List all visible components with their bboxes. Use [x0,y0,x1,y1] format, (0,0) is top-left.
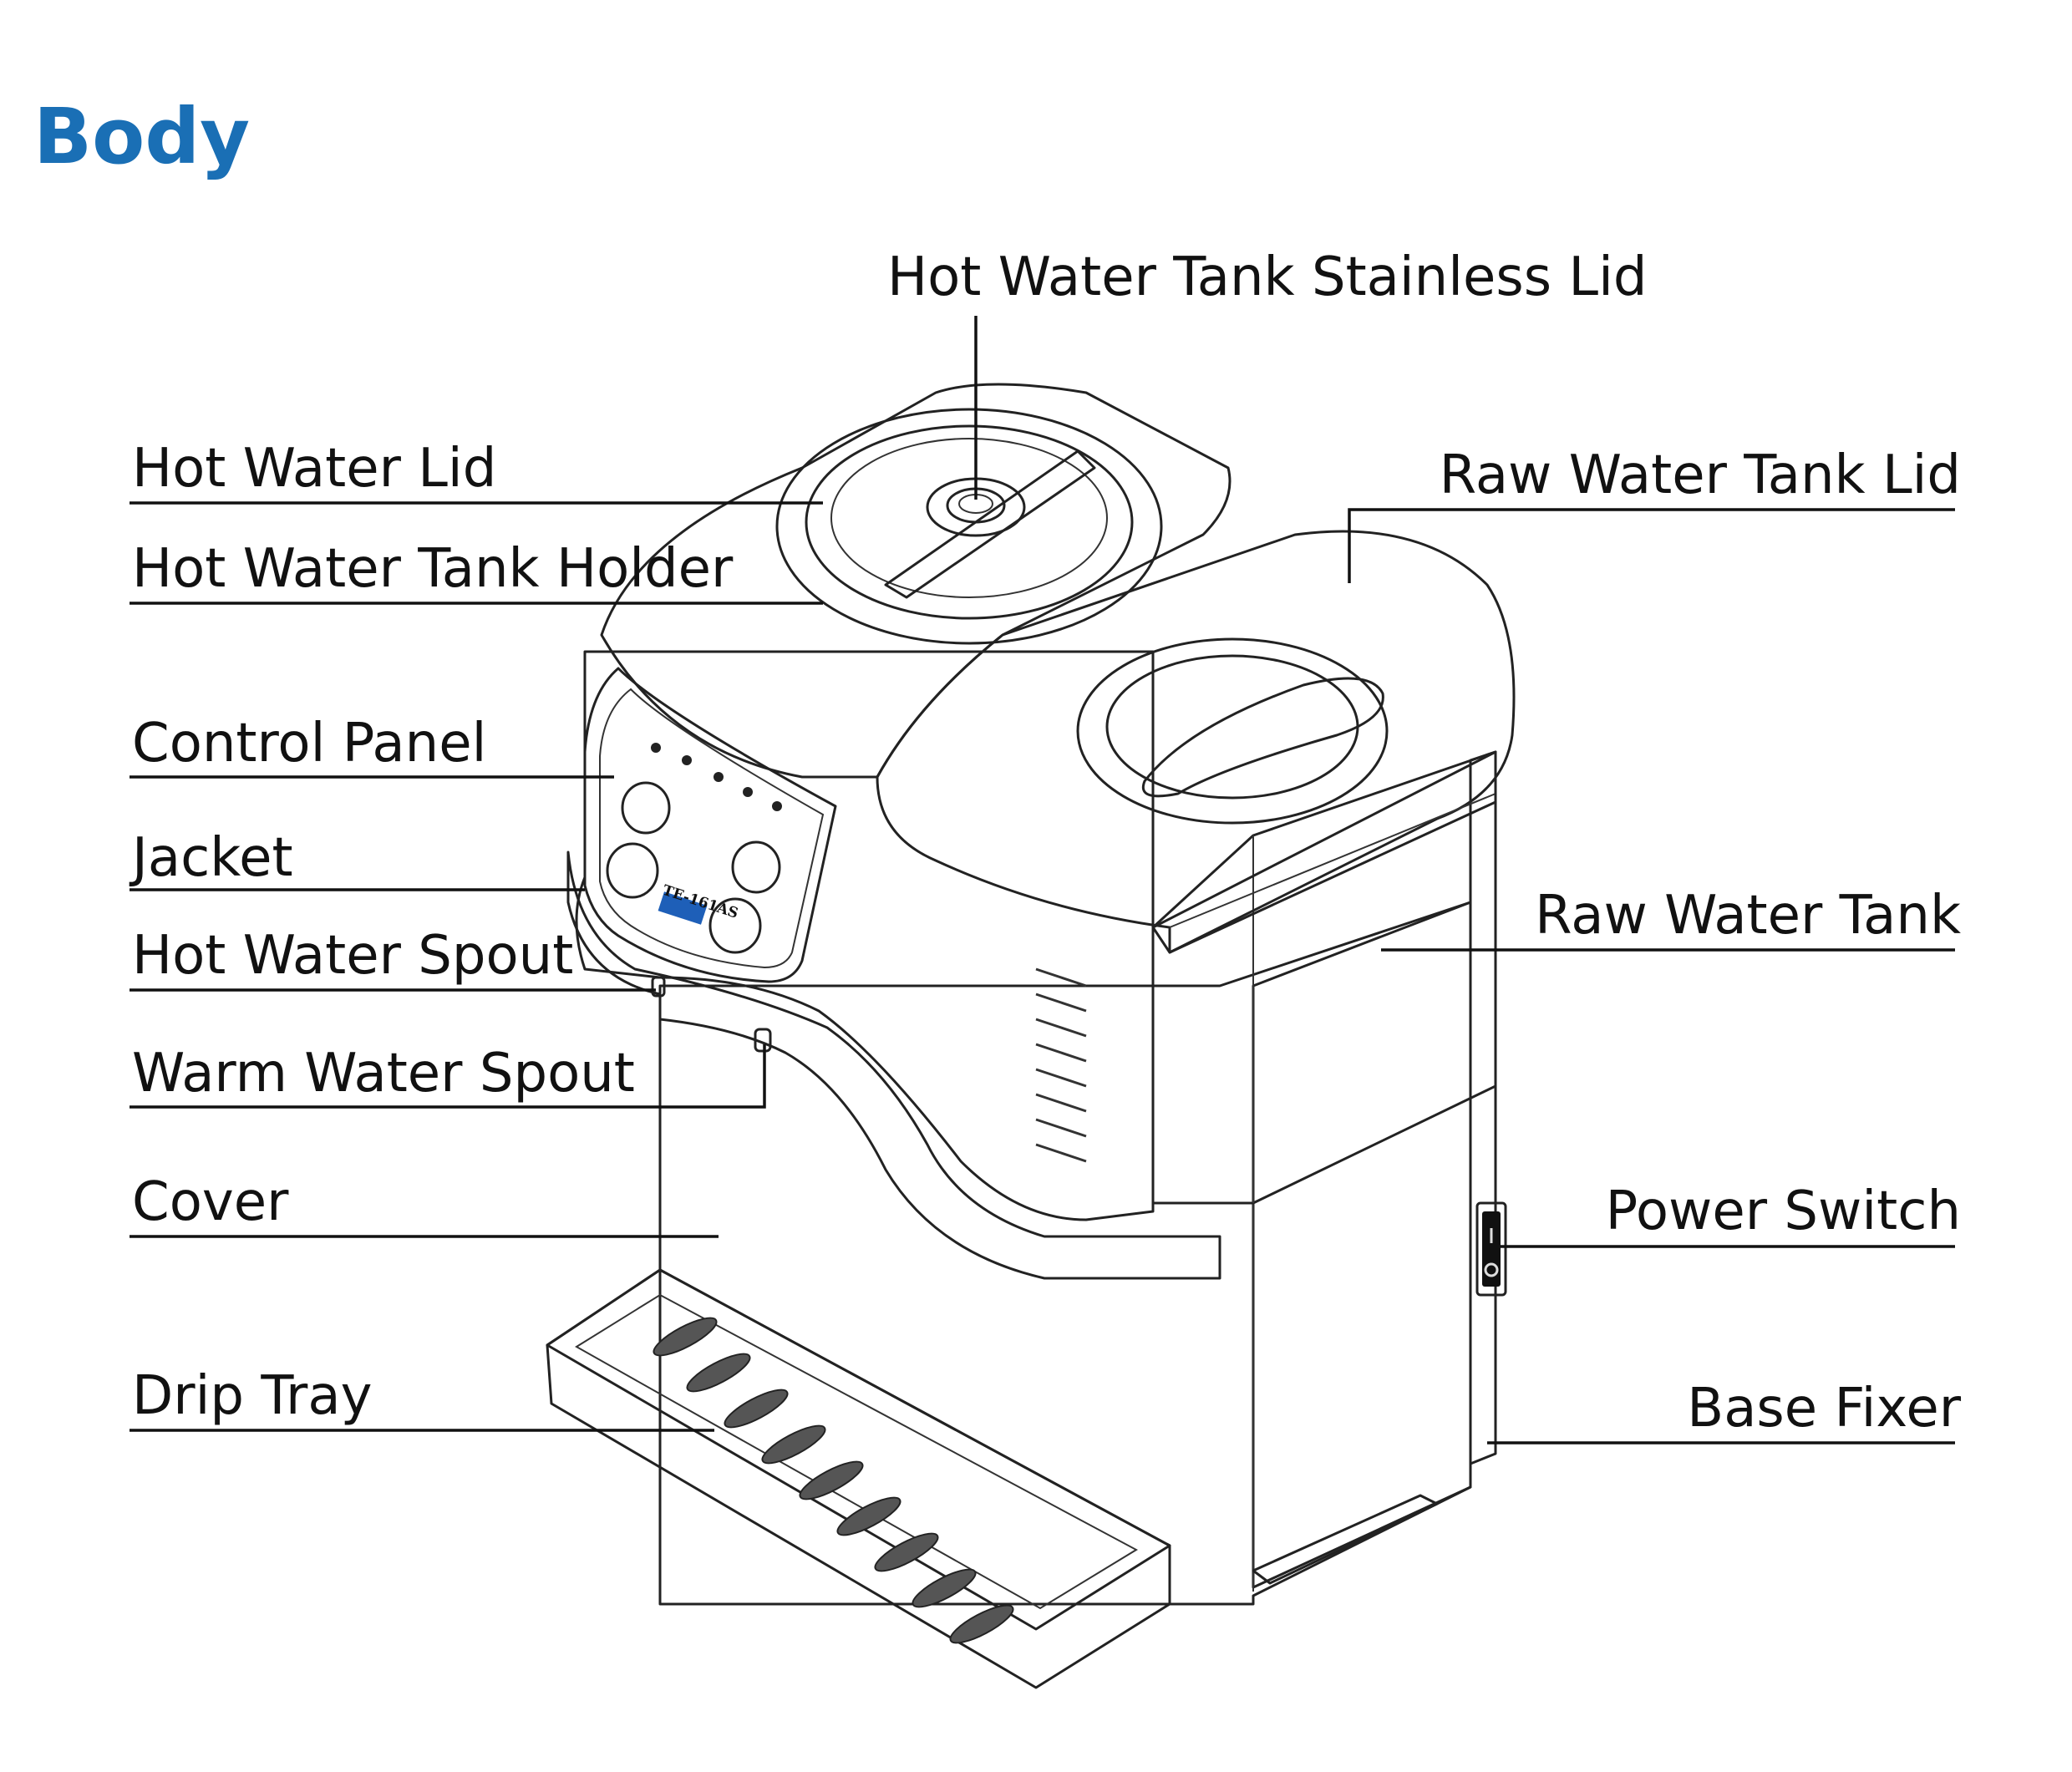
label-raw-water-tank-lid: Raw Water Tank Lid [1439,444,1961,506]
label-drip-tray: Drip Tray [132,1365,373,1427]
control-panel: TE-161AS [583,667,837,983]
base-cover [658,901,1472,1606]
hot-water-lid [775,408,1163,645]
warm-water-spout [754,1028,772,1053]
raw-water-tank-lid [1076,637,1389,825]
label-hot-water-tank-holder: Hot Water Tank Holder [132,538,734,600]
warm-water-button[interactable] [708,897,762,954]
power-switch[interactable] [1475,1201,1507,1297]
label-hot-water-spout: Hot Water Spout [132,925,574,987]
jacket-body [566,650,1221,1280]
leader-raw-water-tank-lid [1348,508,1955,583]
top-housing [600,383,1516,954]
hot-water-spout [651,976,666,998]
label-raw-water-tank: Raw Water Tank [1535,885,1961,947]
reboil-button[interactable] [621,781,671,835]
leader-warm-water-spout [130,1044,766,1109]
brand-badge [658,891,708,925]
label-warm-water-spout: Warm Water Spout [132,1043,635,1104]
label-power-switch: Power Switch [1605,1180,1961,1242]
indicator-leds [651,743,782,811]
hot-water-button[interactable] [606,842,659,899]
drip-tray [546,1268,1171,1689]
spouts [651,976,772,1053]
label-cover: Cover [132,1171,289,1233]
label-jacket: Jacket [132,827,293,889]
drip-tray-slots [653,1317,1014,1644]
page-title: Body [33,92,251,181]
label-hot-water-lid: Hot Water Lid [132,438,497,500]
unlock-button[interactable] [731,840,781,894]
vent-slots [1035,967,1087,1163]
leader-lines [130,316,1955,1445]
label-base-fixer: Base Fixer [1687,1378,1961,1439]
label-control-panel: Control Panel [132,713,487,774]
label-hot-water-tank-stainless-lid: Hot Water Tank Stainless Lid [887,246,1648,308]
raw-water-tank-body [1035,750,1497,1465]
